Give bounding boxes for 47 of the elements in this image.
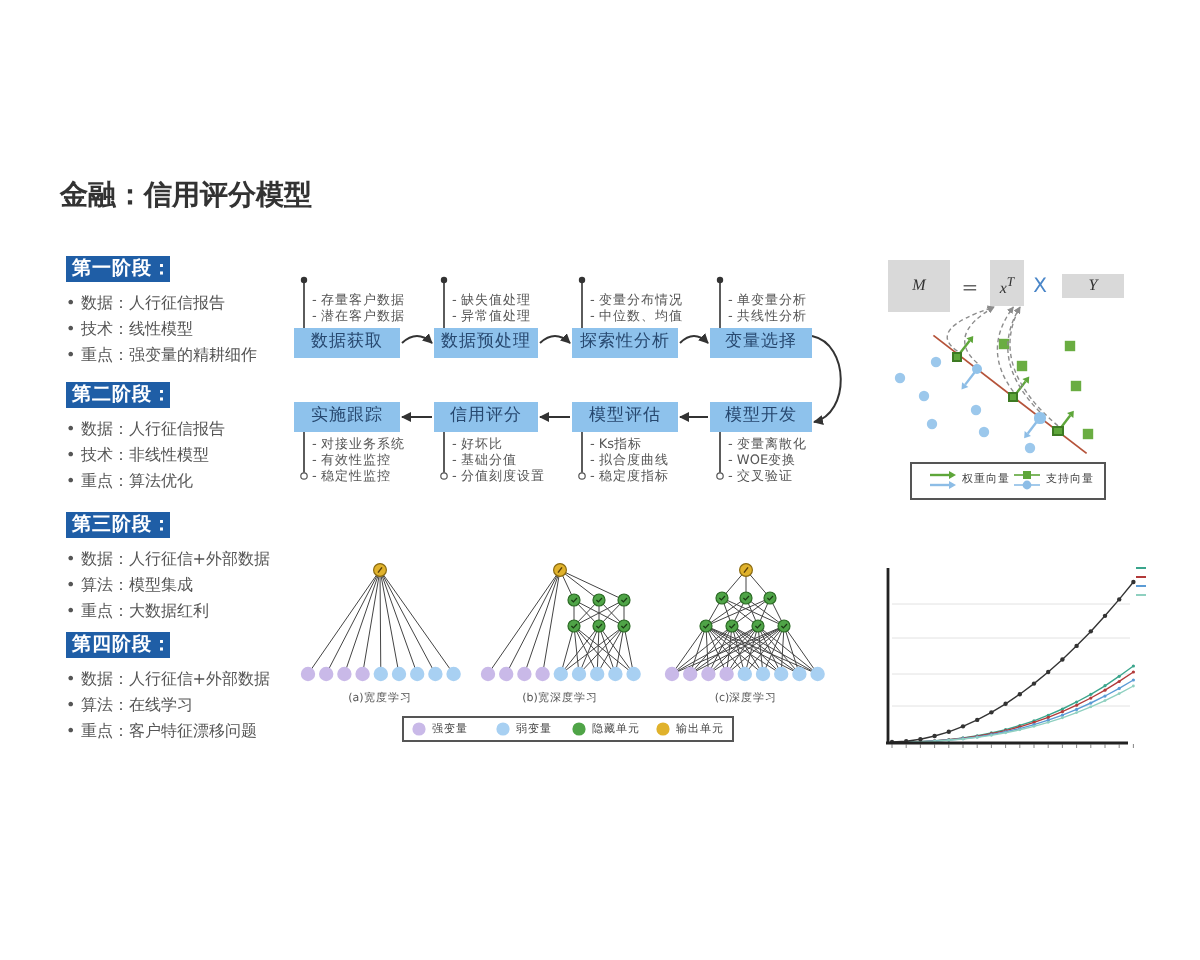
- stage-heading: 第二阶段：: [66, 382, 170, 408]
- matrix-box: M: [888, 260, 950, 312]
- process-box: 模型开发: [710, 402, 812, 432]
- square-marker: [1007, 391, 1019, 403]
- dashed-arrow: [964, 306, 995, 364]
- bullet-item: • 重点：算法优化: [66, 469, 193, 493]
- bullet-item: • 技术：线性模型: [66, 317, 193, 341]
- process-box: 探索性分析: [572, 328, 678, 358]
- arrow: [679, 333, 709, 344]
- process-box: 数据获取: [294, 328, 400, 358]
- process-box: 模型评估: [572, 402, 678, 432]
- bullet-item: • 数据：人行征信报告: [66, 291, 225, 315]
- arrow: [539, 333, 571, 344]
- operator-label: X: [1033, 276, 1047, 300]
- matrix-box: Y: [1062, 274, 1124, 298]
- bullet-item: • 数据：人行征信+外部数据: [66, 547, 270, 571]
- arrow: [539, 412, 571, 422]
- stage-heading: 第三阶段：: [66, 512, 170, 538]
- arrow: [679, 412, 709, 422]
- bullet-item: • 重点：客户特征漂移问题: [66, 719, 257, 743]
- operator-label: =: [961, 278, 979, 302]
- circle-marker: [1034, 412, 1046, 424]
- dashed-arrow: [946, 305, 995, 352]
- bullet-item: • 算法：在线学习: [66, 693, 193, 717]
- title: 金融：信用评分模型: [60, 178, 312, 214]
- stage-heading: 第四阶段：: [66, 632, 170, 658]
- matrix-box: x$^{T}$: [990, 260, 1024, 306]
- dashed-arrow: [1009, 306, 1059, 427]
- square-marker: [1052, 425, 1064, 437]
- stage-heading: 第一阶段：: [66, 256, 170, 282]
- bullet-item: • 算法：模型集成: [66, 573, 193, 597]
- dashed-arrow: [996, 306, 1015, 393]
- arrow: [401, 333, 433, 344]
- process-box: 实施跟踪: [294, 402, 400, 432]
- dashed-arrow: [1007, 306, 1041, 413]
- arrow: [401, 412, 433, 422]
- process-box: 信用评分: [434, 402, 538, 432]
- bullet-item: • 重点：强变量的精耕细作: [66, 343, 257, 367]
- arrow: [811, 335, 842, 424]
- bullet-item: • 数据：人行征信报告: [66, 417, 225, 441]
- bullet-item: • 重点：大数据红利: [66, 599, 209, 623]
- bullet-item: • 数据：人行征信+外部数据: [66, 667, 270, 691]
- square-marker: [951, 351, 963, 363]
- circle-marker: [971, 363, 983, 375]
- process-box: 数据预处理: [434, 328, 538, 358]
- process-box: 变量选择: [710, 328, 812, 358]
- bullet-item: • 技术：非线性模型: [66, 443, 209, 467]
